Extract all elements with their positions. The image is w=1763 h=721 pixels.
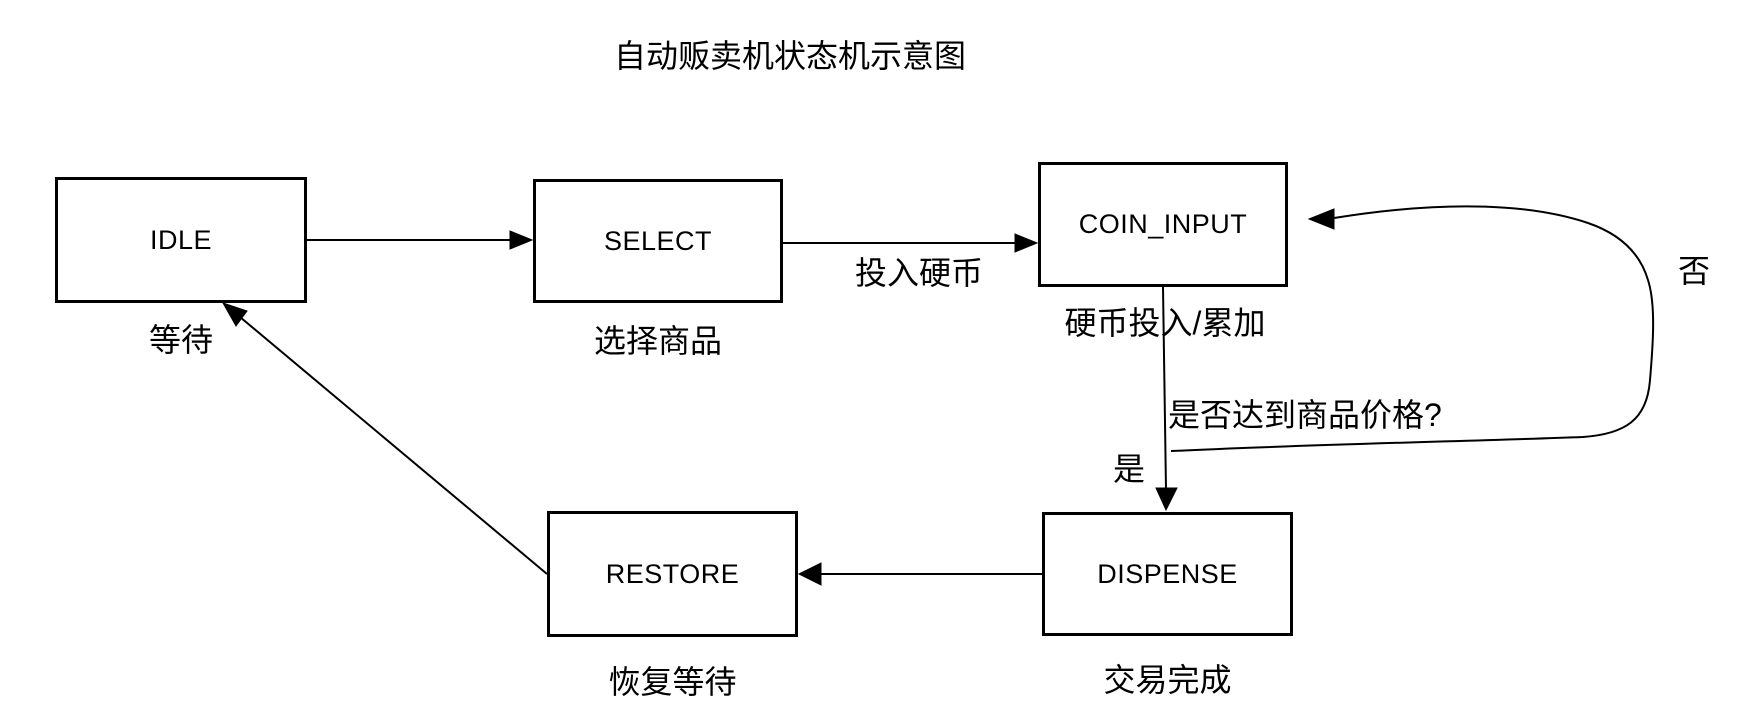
- edge-label-yes: 是: [1113, 451, 1146, 487]
- diagram-title: 自动贩卖机状态机示意图: [613, 38, 966, 74]
- edge-label-price-question: 是否达到商品价格?: [1168, 397, 1442, 433]
- arrowhead-loop-no-icon: [1307, 208, 1335, 230]
- arrowhead-coin-input-to-dispense-icon: [1155, 487, 1178, 512]
- arrow-restore-to-idle: [239, 316, 548, 575]
- arrow-loop-no: [1170, 205, 1655, 452]
- state-node-restore: RESTORE: [547, 511, 798, 637]
- edge-label-insert-coin: 投入硬币: [855, 255, 984, 291]
- arrowhead-idle-to-select-icon: [509, 230, 534, 250]
- state-node-select: SELECT: [533, 179, 783, 303]
- edge-label-no: 否: [1678, 253, 1711, 289]
- arrow-coin-input-to-dispense: [1162, 286, 1167, 491]
- state-caption-restore: 恢复等待: [608, 664, 737, 700]
- state-caption-dispense: 交易完成: [1103, 662, 1232, 698]
- state-node-idle: IDLE: [55, 177, 307, 303]
- arrowhead-select-to-coin-input-icon: [1014, 233, 1039, 253]
- state-caption-select: 选择商品: [593, 323, 722, 359]
- state-caption-idle: 等待: [148, 322, 213, 358]
- state-node-dispense: DISPENSE: [1042, 512, 1293, 636]
- arrowhead-restore-to-idle-icon: [221, 302, 248, 327]
- state-node-coin-input: COIN_INPUT: [1038, 162, 1288, 287]
- state-caption-coin-input: 硬币投入/累加: [1064, 305, 1266, 341]
- arrowhead-dispense-to-restore-icon: [797, 562, 822, 586]
